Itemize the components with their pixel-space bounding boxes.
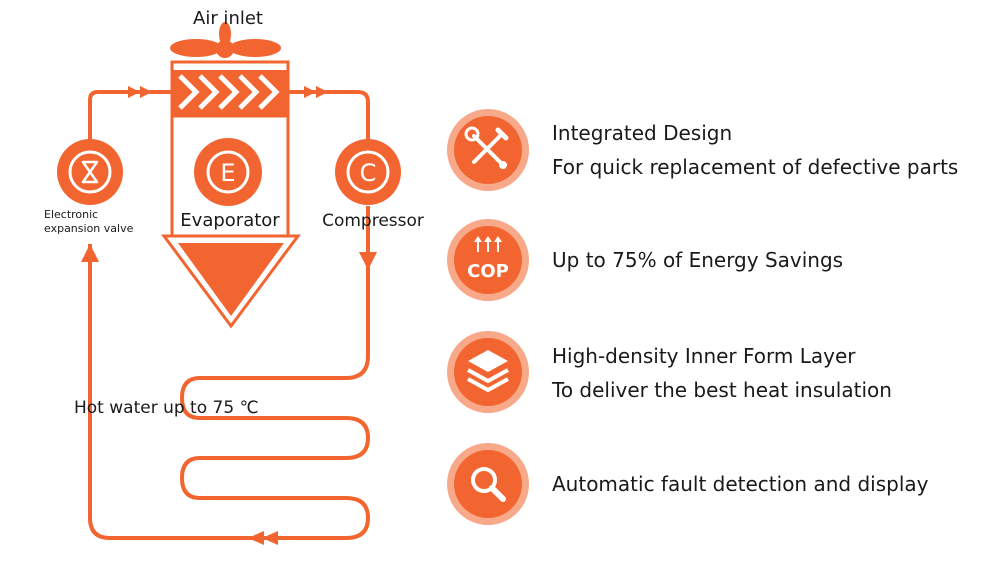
feature-4-text: Automatic fault detection and display	[552, 467, 928, 501]
feature-3-text: High-density Inner Form Layer To deliver…	[552, 339, 892, 407]
hot-water-label: Hot water up to 75 ℃	[74, 398, 259, 418]
svg-text:C: C	[360, 159, 377, 187]
evaporator-icon: E	[194, 138, 262, 206]
feature-1-subtitle: For quick replacement of defective parts	[552, 155, 959, 179]
refrigerant-loop	[88, 90, 370, 540]
compressor-label: Compressor	[322, 211, 424, 231]
svg-text:COP: COP	[467, 261, 509, 282]
expansion-valve-icon	[57, 139, 123, 205]
feature-3-subtitle: To deliver the best heat insulation	[552, 378, 892, 402]
valve-label-line2: expansion valve	[44, 222, 134, 235]
feature-2-title: Up to 75% of Energy Savings	[552, 248, 844, 272]
evaporator-label: Evaporator	[180, 210, 280, 231]
fan-icon	[170, 22, 281, 58]
flow-arrows	[81, 86, 377, 545]
feature-4-title: Automatic fault detection and display	[552, 472, 929, 496]
feature-1-title: Integrated Design	[552, 121, 733, 145]
feature-1-text: Integrated Design For quick replacement …	[552, 116, 958, 184]
cop-icon: COP	[447, 219, 529, 301]
air-inlet-label: Air inlet	[193, 8, 263, 29]
valve-label-line1: Electronic	[44, 208, 98, 221]
compressor-icon: C	[335, 139, 401, 205]
feature-3-title: High-density Inner Form Layer	[552, 344, 856, 368]
heat-pump-diagram: Air inlet E Evaporator	[44, 8, 424, 545]
layers-icon	[447, 331, 529, 413]
feature-2-text: Up to 75% of Energy Savings	[552, 243, 843, 277]
tools-icon	[447, 109, 529, 191]
search-icon	[447, 443, 529, 525]
svg-text:E: E	[220, 159, 235, 187]
evaporator-box	[161, 60, 301, 329]
